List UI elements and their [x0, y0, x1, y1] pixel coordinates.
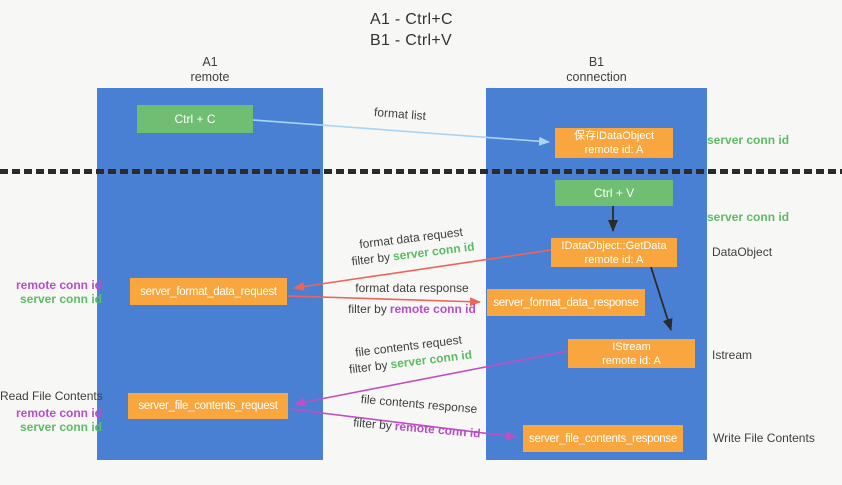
istream-line2: remote id: A: [602, 354, 661, 367]
annotation-server-conn-id: server conn id: [19, 420, 102, 434]
title-line-ctrl-c: A1 - Ctrl+C: [370, 11, 453, 28]
getdata-line1: IDataObject::GetData: [561, 239, 667, 252]
filter-key-remote-conn-id: remote conn id: [394, 419, 482, 441]
server-format-data-response-label: server_format_data_response: [493, 296, 639, 309]
lane-a1-id: A1: [202, 55, 218, 69]
node-server-format-data-request: server_format_data_request: [130, 278, 287, 305]
lane-header-a1: A1 remote: [97, 55, 323, 85]
node-server-format-data-response: server_format_data_response: [487, 289, 645, 316]
file-contents-response-text: file contents response: [360, 391, 478, 417]
node-ctrl-c: Ctrl + C: [137, 105, 253, 133]
node-save-idataobject: 保存IDataObject remote id: A: [555, 128, 673, 158]
annotation-dataobject: DataObject: [712, 245, 773, 259]
server-file-contents-request-label: server_file_contents_request: [138, 400, 278, 412]
annotation-istream: Istream: [712, 348, 753, 362]
node-istream: IStream remote id: A: [568, 339, 695, 368]
ctrl-v-label: Ctrl + V: [593, 186, 635, 200]
istream-line1: IStream: [612, 340, 651, 353]
lane-b1-role: connection: [566, 70, 627, 84]
filter-prefix: filter by: [348, 302, 387, 316]
label-format-list: format list: [373, 104, 427, 124]
title-line-ctrl-v: B1 - Ctrl+V: [370, 32, 452, 49]
server-format-data-request-label: server_format_data_request: [140, 285, 277, 298]
ctrl-c-label: Ctrl + C: [174, 112, 216, 126]
node-idataobject-getdata: IDataObject::GetData remote id: A: [551, 238, 677, 267]
annotation-remote-conn-id: remote conn id: [15, 406, 102, 420]
node-ctrl-v: Ctrl + V: [555, 180, 673, 206]
node-server-file-contents-response: server_file_contents_response: [523, 425, 683, 452]
annotation-read-file-contents-block: Read File Contents remote conn id server…: [0, 389, 103, 434]
label-format-data-request: format data request filter byserver conn…: [341, 223, 484, 270]
diagram-title: A1 - Ctrl+C B1 - Ctrl+V: [370, 9, 453, 51]
annotation-remote-conn-id: remote conn id: [15, 278, 102, 292]
annotation-write-file-contents: Write File Contents: [713, 431, 815, 445]
annotation-read-file-contents: Read File Contents: [0, 389, 103, 403]
node-server-file-contents-request: server_file_contents_request: [128, 393, 288, 419]
annotation-server-conn-id: server conn id: [19, 292, 102, 306]
lane-b1-id: B1: [588, 55, 605, 69]
getdata-line2: remote id: A: [584, 253, 644, 266]
server-file-contents-response-label: server_file_contents_response: [529, 432, 677, 445]
format-data-response-text: format data response: [355, 281, 469, 295]
filter-prefix: filter by: [348, 357, 389, 377]
filter-prefix: filter by: [352, 415, 393, 433]
save-idataobject-line2: remote id: A: [584, 144, 644, 156]
annotation-format-conn-ids: remote conn id server conn id: [8, 278, 102, 306]
annotation-server-conn-id-mid: server conn id: [707, 210, 790, 224]
lane-a1-role: remote: [190, 70, 230, 84]
save-idataobject-line1: 保存IDataObject: [573, 130, 655, 142]
annotation-server-conn-id-top: server conn id: [707, 133, 790, 147]
lane-header-b1: B1 connection: [486, 55, 707, 85]
machine-boundary-dotted-line: [0, 169, 842, 174]
filter-prefix: filter by: [350, 249, 391, 269]
label-file-contents-request: file contents request filter byserver co…: [341, 331, 479, 377]
filter-key-remote-conn-id: remote conn id: [389, 302, 476, 316]
